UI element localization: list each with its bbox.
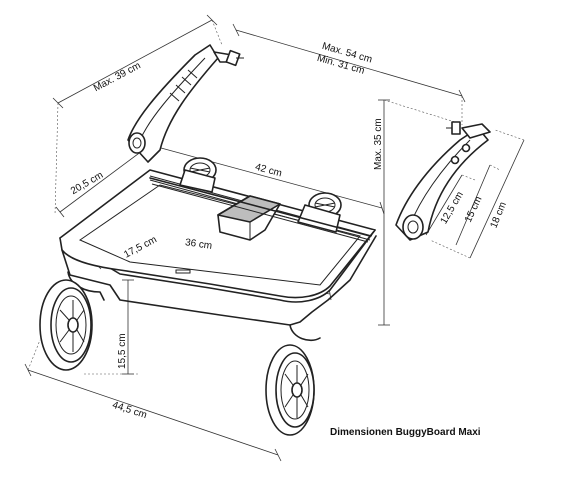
diagram-caption: Dimensionen BuggyBoard Maxi [330,427,481,438]
label-bracket-15: 15 cm [463,195,484,224]
label-arm-length: Max. 39 cm [92,60,143,94]
label-inner-width: 36 cm [184,237,213,252]
seat-mounts [149,157,371,243]
right-bracket-arm [395,121,491,241]
label-total-length: 44,5 cm [111,400,148,421]
front-left-wheel [39,279,93,371]
label-board-depth: 20,5 cm [69,170,105,197]
rear-right-wheel [265,344,315,436]
left-connector-arm [127,44,244,163]
label-wheel-height: 15,5 cm [117,333,128,369]
label-height-max: Max. 35 cm [373,118,384,170]
board-body [59,169,377,342]
label-bracket-18: 18 cm [489,201,509,230]
